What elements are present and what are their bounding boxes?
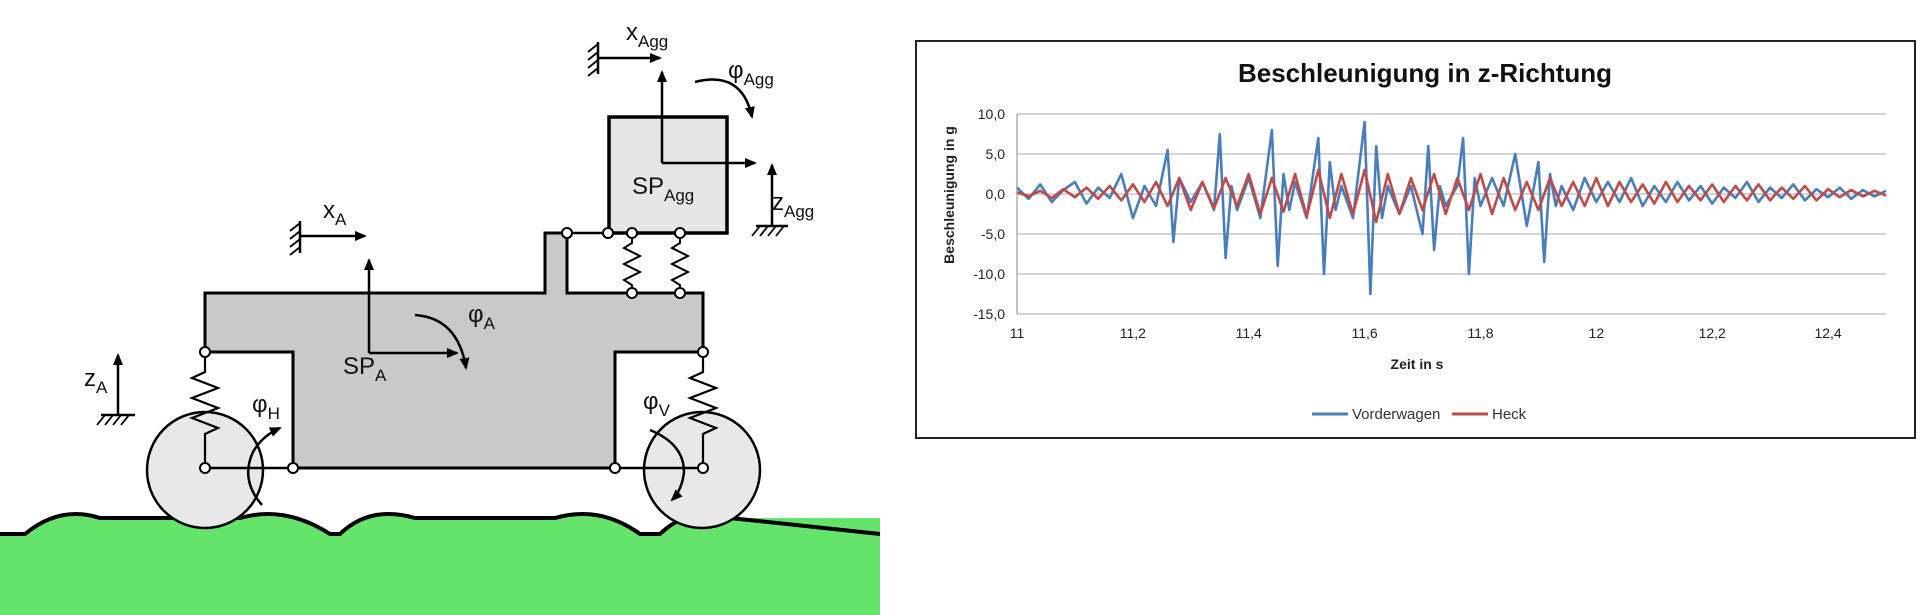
label-x-a: xA bbox=[323, 197, 347, 229]
x-tick-labels: 11 11,2 11,4 11,6 11,8 12 12,2 12,4 bbox=[1010, 325, 1842, 341]
legend-label: Vorderwagen bbox=[1352, 406, 1440, 423]
x-axis-label: Zeit in s bbox=[1391, 356, 1444, 372]
label-phi-agg: φAgg bbox=[728, 57, 774, 89]
z-agg-reference bbox=[751, 163, 788, 237]
label-x-agg: xAgg bbox=[626, 19, 668, 51]
label-sp-a: SPA bbox=[343, 353, 387, 385]
y-tick-label: 0,0 bbox=[986, 186, 1006, 202]
road-profile-line bbox=[0, 511, 881, 536]
chart-series bbox=[1016, 120, 1887, 296]
front-spring bbox=[686, 352, 720, 468]
x-tick-label: 12,4 bbox=[1814, 325, 1841, 341]
label-phi-v: φV bbox=[643, 388, 671, 420]
x-tick-label: 11,2 bbox=[1120, 325, 1146, 341]
x-tick-label: 12 bbox=[1589, 325, 1605, 341]
series-line-vorderwagen bbox=[1016, 120, 1887, 296]
x-tick-label: 11,8 bbox=[1467, 325, 1493, 341]
rear-wheel-rotation-arrow bbox=[246, 426, 282, 506]
x-agg-reference bbox=[587, 42, 662, 77]
y-tick-labels: 10,0 5,0 0,0 -5,0 -10,0 -15,0 bbox=[973, 106, 1005, 322]
label-phi-h: φH bbox=[252, 391, 280, 423]
aggregate-rotation-arrow bbox=[694, 78, 755, 119]
vehicle-model-diagram: xAgg φAgg SPAgg zAgg xA φA SPA zA φH φV bbox=[0, 19, 881, 615]
x-tick-label: 12,2 bbox=[1699, 325, 1726, 341]
aggregate-spring-right bbox=[669, 233, 691, 293]
chart-title: Beschleunigung in z-Richtung bbox=[1238, 58, 1612, 88]
x-tick-label: 11,4 bbox=[1236, 325, 1262, 341]
aggregate-spring-left bbox=[621, 233, 643, 293]
ground-surface bbox=[0, 513, 880, 615]
front-wheel-rotation-arrow bbox=[649, 428, 686, 502]
x-tick-label: 11,6 bbox=[1351, 325, 1377, 341]
x-tick-label: 11 bbox=[1010, 325, 1025, 341]
label-sp-agg: SPAgg bbox=[632, 173, 694, 205]
y-tick-label: 5,0 bbox=[986, 146, 1006, 162]
y-axis-label: Beschleunigung in g bbox=[941, 126, 957, 264]
label-z-a: zA bbox=[84, 365, 108, 397]
y-tick-label: -10,0 bbox=[973, 266, 1005, 282]
label-z-agg: zAgg bbox=[772, 189, 814, 221]
x-a-reference bbox=[289, 221, 367, 256]
label-phi-a: φA bbox=[468, 301, 496, 333]
chart-legend: Vorderwagen Heck bbox=[1312, 406, 1527, 423]
y-tick-label: -5,0 bbox=[981, 226, 1005, 242]
series-line-heck bbox=[1016, 168, 1887, 224]
ground bbox=[0, 511, 881, 615]
y-tick-label: 10,0 bbox=[978, 106, 1005, 122]
z-a-reference bbox=[96, 353, 135, 426]
chart-panel: Beschleunigung in z-Richtung 10,0 5,0 0,0 -… bbox=[915, 40, 1916, 439]
acceleration-chart: Beschleunigung in z-Richtung 10,0 5,0 0,0 -… bbox=[941, 58, 1887, 423]
aggregate-block bbox=[607, 115, 729, 235]
chart-grid bbox=[1016, 113, 1886, 315]
joints bbox=[199, 227, 709, 474]
legend-label: Heck bbox=[1492, 406, 1527, 423]
vehicle-body bbox=[203, 231, 705, 470]
rear-spring bbox=[188, 352, 222, 468]
body-rotation-arrow bbox=[414, 313, 470, 370]
y-tick-label: -15,0 bbox=[973, 306, 1005, 322]
